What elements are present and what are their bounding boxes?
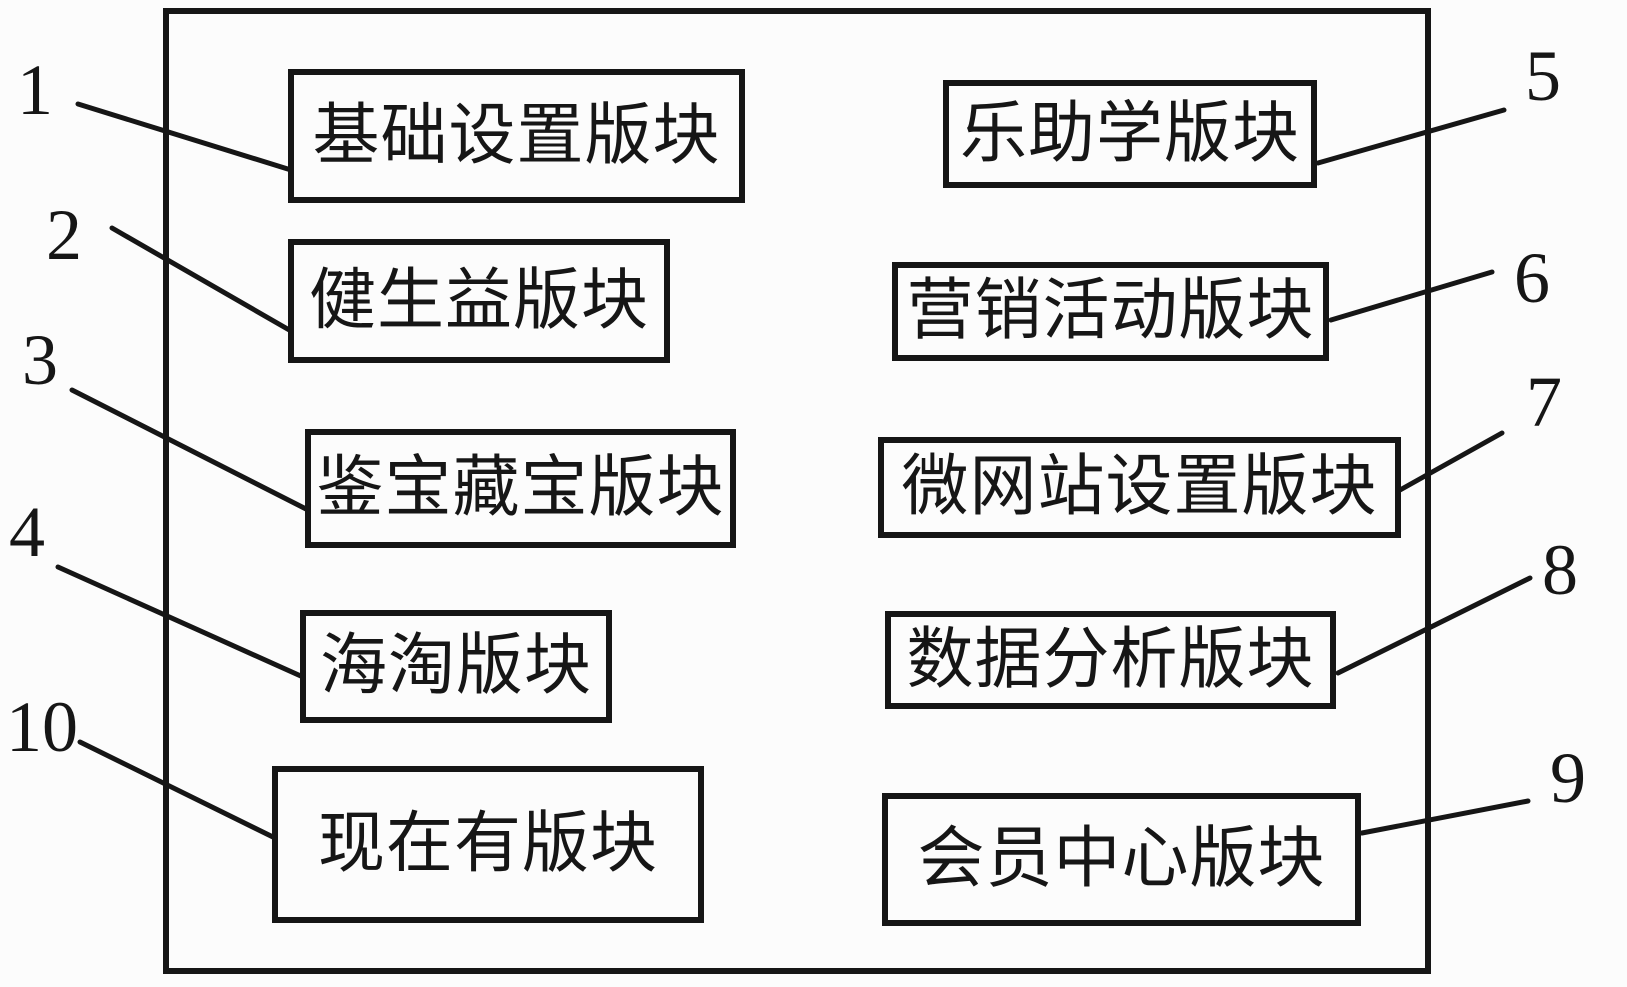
module-box-marketing-activity: 营销活动版块: [892, 262, 1329, 361]
leader-line-4: [55, 564, 306, 680]
module-label: 会员中心版块: [917, 822, 1326, 896]
leader-line-8: [1335, 575, 1533, 676]
ref-number-3: 3: [22, 320, 58, 400]
leader-line-9: [1359, 798, 1531, 836]
leader-line-1: [75, 101, 294, 173]
module-box-treasure-appraisal: 鉴宝藏宝版块: [305, 429, 736, 548]
module-box-micro-site-settings: 微网站设置版块: [878, 437, 1401, 538]
ref-number-1: 1: [17, 50, 53, 130]
module-box-lezhuxue: 乐助学版块: [943, 80, 1317, 188]
leader-line-2: [109, 225, 294, 334]
ref-number-5: 5: [1525, 36, 1561, 116]
module-label: 现在有版块: [318, 807, 658, 881]
module-label: 数据分析版块: [906, 622, 1315, 697]
ref-number-7: 7: [1526, 362, 1562, 442]
leader-line-5: [1315, 107, 1507, 166]
leader-line-3: [69, 387, 311, 513]
leader-line-6: [1328, 269, 1495, 323]
module-label: 健生益版块: [309, 263, 649, 338]
module-box-jianshengyi: 健生益版块: [288, 239, 670, 363]
module-label: 微网站设置版块: [901, 450, 1378, 524]
ref-number-6: 6: [1514, 238, 1550, 318]
module-label: 乐助学版块: [960, 96, 1300, 171]
leader-line-10: [77, 739, 278, 841]
module-label: 海淘版块: [320, 629, 592, 703]
ref-number-8: 8: [1542, 530, 1578, 610]
ref-number-4: 4: [9, 492, 45, 572]
ref-number-2: 2: [46, 195, 82, 275]
module-label: 营销活动版块: [906, 274, 1315, 348]
ref-number-10: 10: [6, 687, 78, 767]
module-box-xianzaiyou: 现在有版块: [272, 766, 704, 923]
module-label: 鉴宝藏宝版块: [316, 451, 725, 525]
ref-number-9: 9: [1550, 738, 1586, 818]
module-box-data-analysis: 数据分析版块: [885, 611, 1336, 709]
outer-frame: [163, 8, 1431, 974]
module-box-member-center: 会员中心版块: [882, 793, 1361, 926]
module-box-basic-settings: 基础设置版块: [288, 69, 745, 203]
module-box-haitao: 海淘版块: [300, 610, 612, 723]
module-label: 基础设置版块: [312, 98, 721, 173]
leader-line-7: [1397, 430, 1505, 493]
